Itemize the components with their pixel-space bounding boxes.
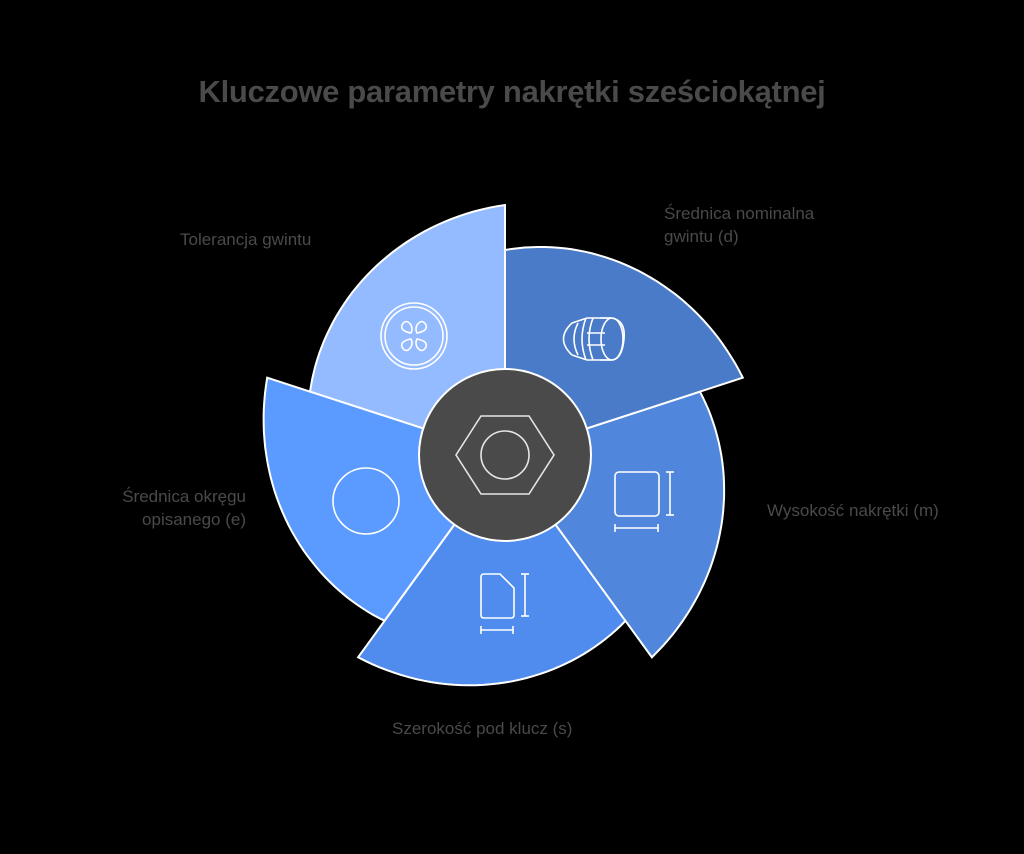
document-dimension-icon [480,573,529,634]
center-hub [418,368,592,542]
button-clover-icon [380,302,448,370]
segment-wrench-width [356,453,627,687]
label-thread-tolerance: Tolerancja gwintu [180,230,312,249]
square-dimension-icon [614,471,674,532]
label-nut-height: Wysokość nakrętki (m) [767,501,939,520]
circle-icon [332,467,400,535]
threaded-cylinder-icon [562,317,626,361]
label-circumscribed-diameter: Średnica okręgu opisanego (e) [122,487,246,529]
hex-nut-icon [455,415,555,495]
label-nominal-diameter: Średnica nominalna gwintu (d) [664,204,815,246]
label-wrench-width: Szerokość pod klucz (s) [392,719,573,738]
page-title: Kluczowe parametry nakrętki sześciokątne… [198,74,826,109]
